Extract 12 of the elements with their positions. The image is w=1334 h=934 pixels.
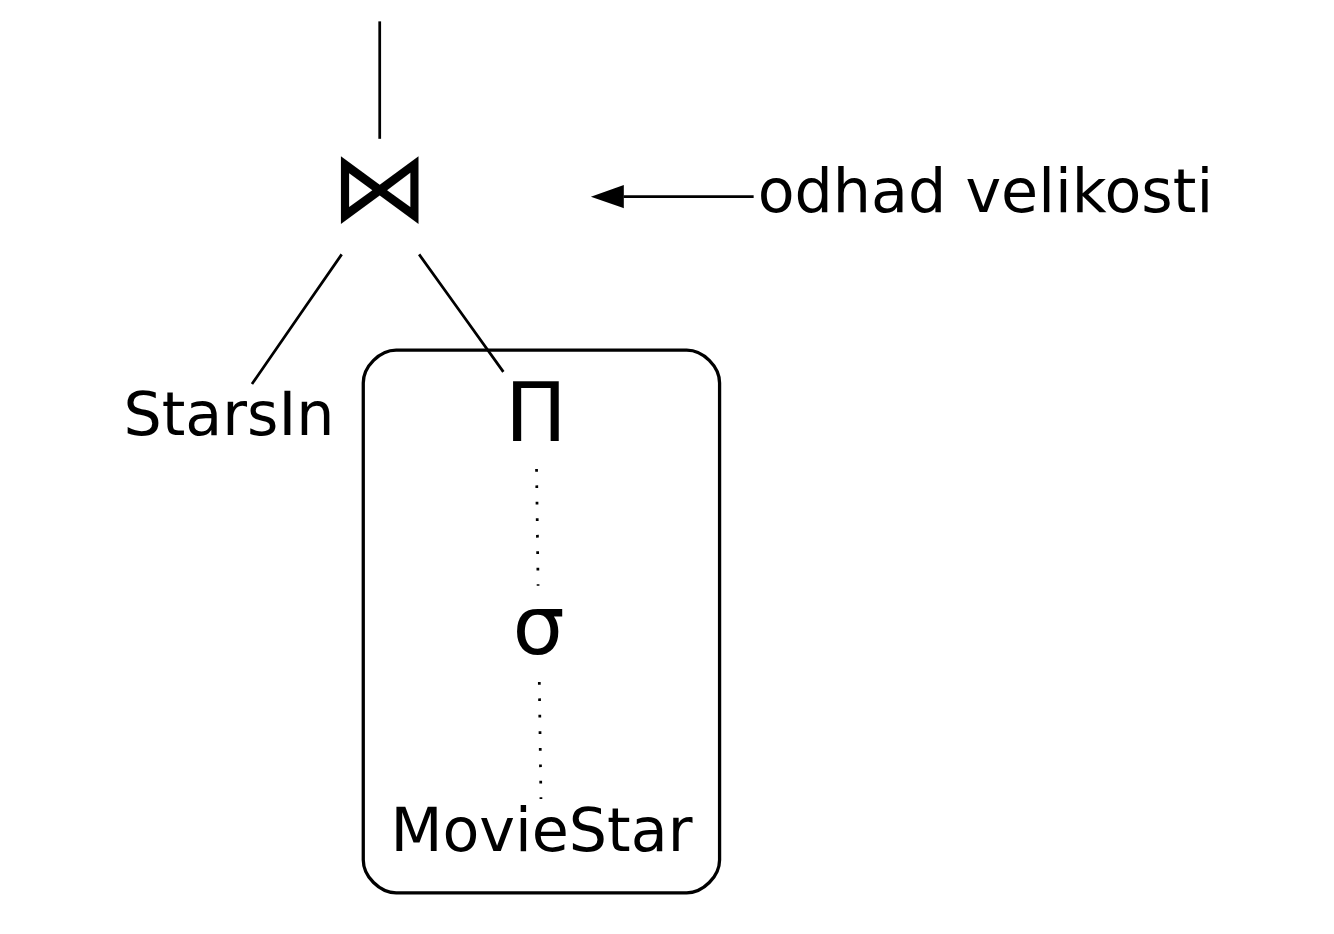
connector: [417, 253, 504, 373]
connector: [537, 681, 542, 799]
connector: [534, 469, 539, 586]
node-text: ⋈: [329, 128, 429, 244]
node-text: StarsIn: [122, 379, 334, 450]
connector: [250, 253, 343, 385]
node-text: MovieStar: [389, 794, 692, 865]
connector: [377, 21, 381, 139]
node-text: Π: [504, 364, 567, 460]
cluster: [361, 348, 721, 895]
node-text: σ: [512, 578, 565, 674]
node-text: odhad velikosti: [757, 155, 1213, 226]
